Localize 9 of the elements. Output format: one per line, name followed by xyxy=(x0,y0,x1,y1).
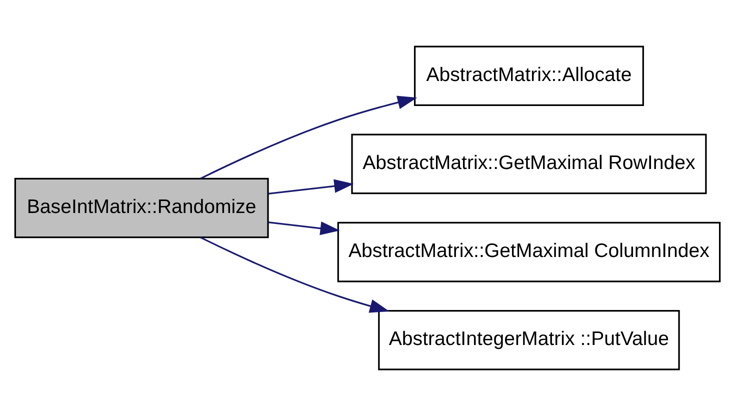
node-box: AbstractMatrix::GetMaximal ColumnIndex xyxy=(337,221,721,282)
node-box: AbstractMatrix::GetMaximal RowIndex xyxy=(351,133,707,194)
node-box: BaseIntMatrix::Randomize xyxy=(14,177,269,238)
arrow xyxy=(200,236,390,312)
node-box: AbstractMatrix::Allocate xyxy=(414,45,644,106)
arrow xyxy=(200,95,418,179)
node-box: AbstractIntegerMatrix ::PutValue xyxy=(378,309,680,370)
arrow xyxy=(268,178,354,194)
arrow xyxy=(268,221,340,235)
